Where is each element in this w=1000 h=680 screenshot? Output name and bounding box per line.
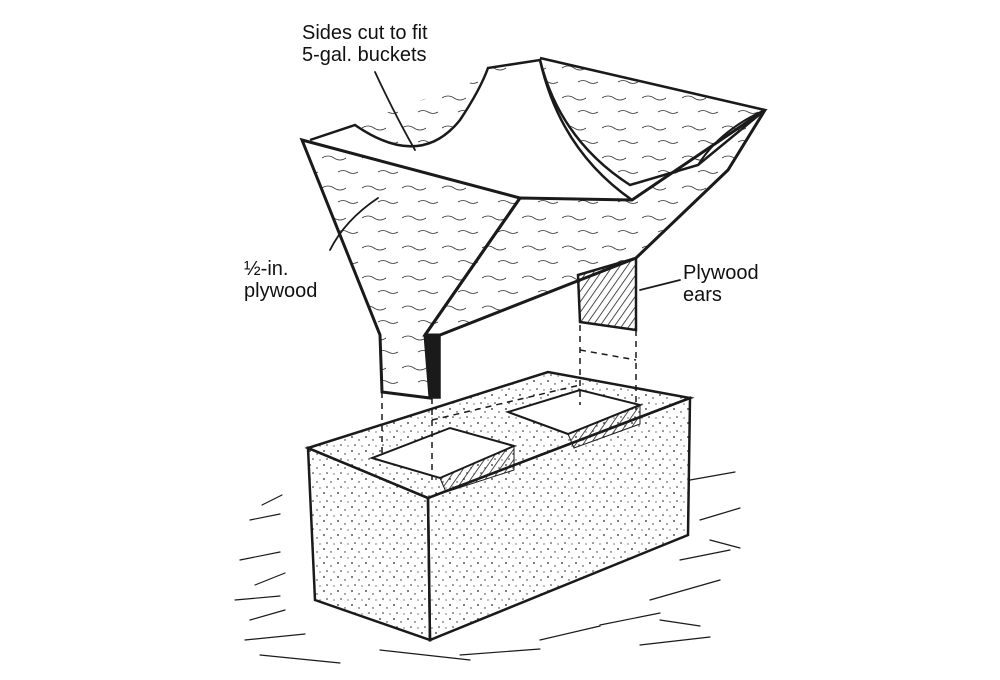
core-right-shadow <box>567 404 641 449</box>
leader-plywood <box>329 197 379 251</box>
leader-lines <box>329 71 681 291</box>
hopper <box>299 56 768 400</box>
label-plywood-line2: plywood <box>244 280 318 302</box>
label-sides-line1: Sides cut to fit <box>302 22 428 44</box>
label-ears-line2: ears <box>683 284 722 306</box>
label-sides-line2: 5-gal. buckets <box>302 44 427 66</box>
leader-sides <box>374 71 416 151</box>
label-ears-line1: Plywood <box>683 262 759 284</box>
core-left-shadow <box>439 445 515 493</box>
label-sides-cut: Sides cut to fit 5-gal. buckets <box>302 22 428 66</box>
cinder-block <box>304 370 695 642</box>
label-plywood: ½-in. plywood <box>244 258 317 302</box>
hopper-back-wall <box>309 56 768 187</box>
label-plywood-ears: Plywood ears <box>683 262 759 306</box>
leader-ears <box>639 279 681 291</box>
label-plywood-line1: ½-in. <box>244 258 289 280</box>
hopper-rim-edge <box>697 109 766 166</box>
alignment-lines <box>381 325 637 480</box>
plywood-ear-left <box>424 334 441 399</box>
ground-grass <box>234 471 741 664</box>
hopper-inner-edge <box>538 58 634 202</box>
